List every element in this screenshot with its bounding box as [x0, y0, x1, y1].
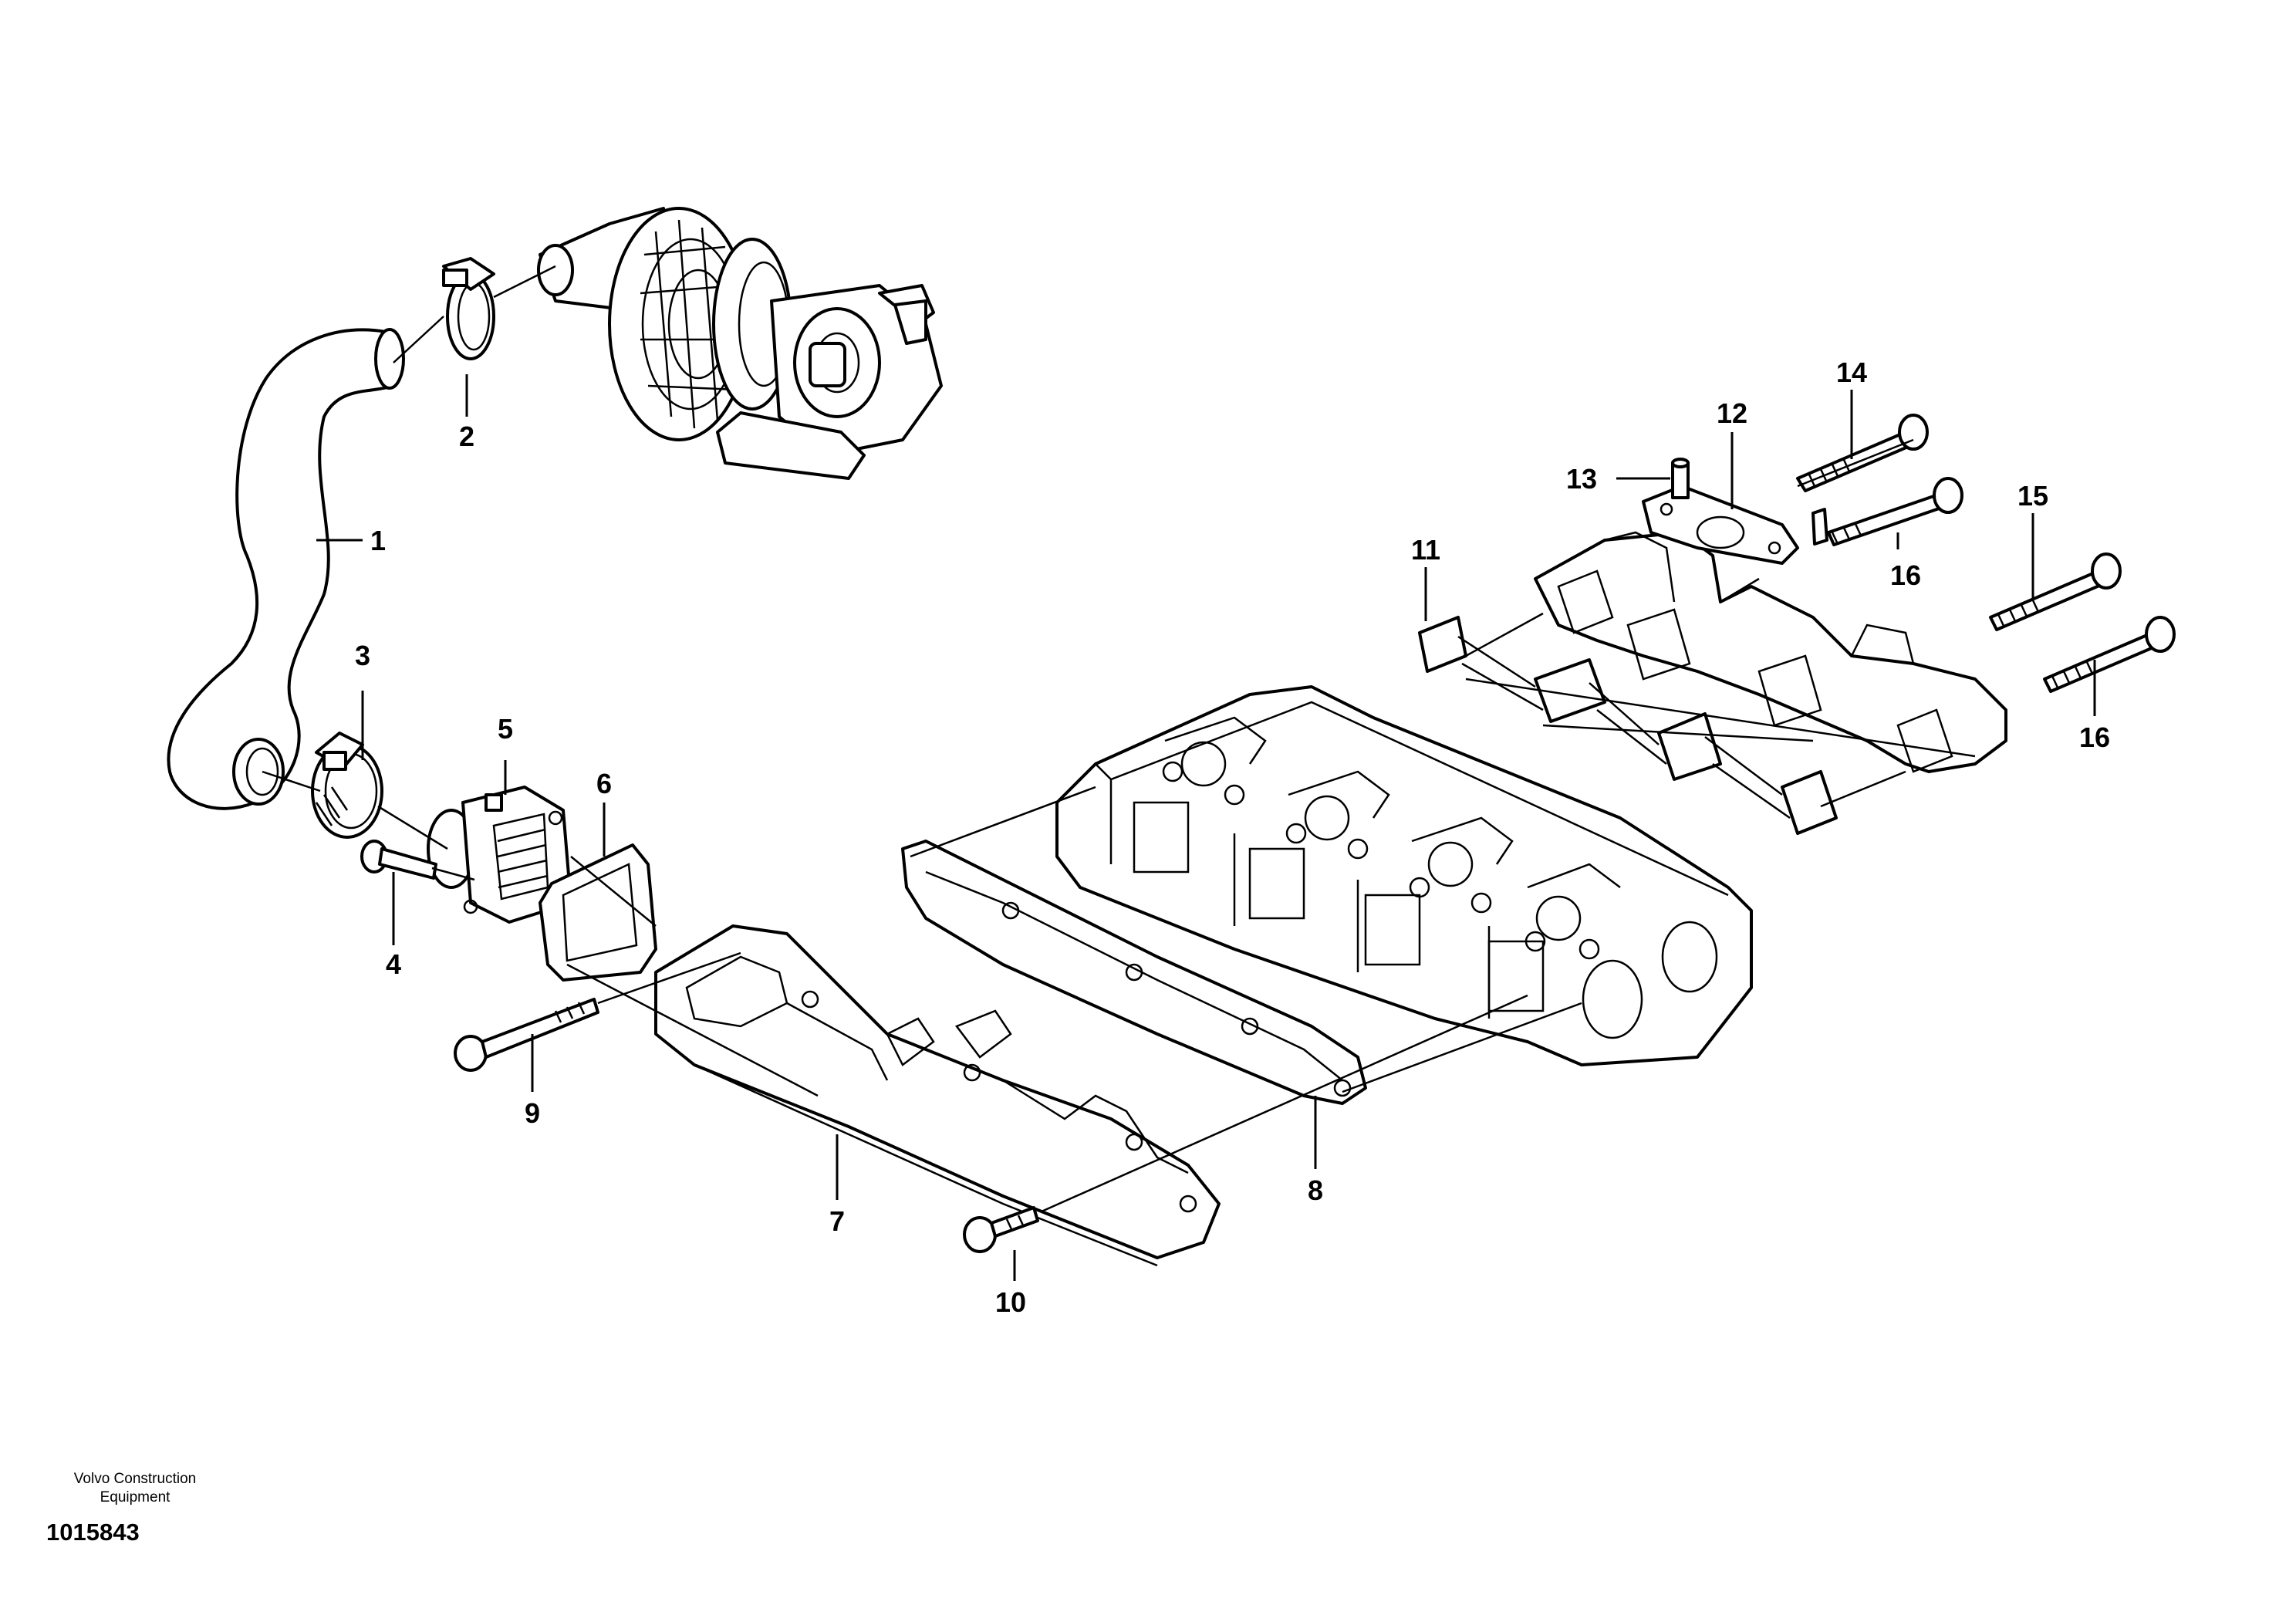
callout-12: 12 [1717, 397, 1747, 429]
exhaust-gasket-part-11 [1418, 616, 1838, 835]
turbocharger [537, 207, 943, 480]
gasket-part-6 [539, 843, 657, 982]
callout-16-upper: 16 [1890, 559, 1921, 591]
bolt-part-9 [454, 998, 599, 1072]
callout-5: 5 [498, 713, 513, 745]
inlet-heater-block [427, 786, 572, 924]
intake-manifold [654, 924, 1221, 1267]
company-name: Volvo Construction Equipment [46, 1470, 224, 1507]
hose-clamp-upper [442, 257, 495, 360]
bolt-part-10 [963, 1206, 1039, 1253]
bolt-part-14 [1796, 414, 1929, 492]
leader-lines [262, 265, 2096, 1281]
callout-4: 4 [386, 948, 401, 980]
callout-8: 8 [1308, 1174, 1323, 1206]
company-line-2: Equipment [100, 1489, 171, 1505]
charge-air-hose [167, 328, 405, 810]
company-line-1: Volvo Construction [73, 1471, 197, 1487]
callout-15: 15 [2017, 480, 2048, 512]
hose-clamp-lower [311, 732, 383, 839]
exhaust-manifold [1534, 531, 2007, 773]
callout-1: 1 [370, 525, 386, 556]
callout-7: 7 [829, 1205, 845, 1237]
callout-16-lower: 16 [2079, 721, 2110, 753]
callout-3: 3 [355, 640, 370, 671]
flange-part-12 [1642, 485, 1799, 565]
callout-2: 2 [459, 421, 474, 452]
bolt-part-4 [360, 840, 437, 880]
callout-10: 10 [995, 1286, 1026, 1318]
callout-9: 9 [525, 1097, 540, 1129]
cylinder-head [1055, 685, 1753, 1066]
bolt-part-15 [1989, 552, 2122, 631]
bolt-part-16-lower [2043, 616, 2176, 693]
drawing-number: 1015843 [46, 1519, 140, 1546]
nipple-part-13 [1671, 458, 1690, 499]
callout-11: 11 [1411, 534, 1440, 566]
callout-labels: 2 1 3 4 5 6 7 8 9 10 11 12 13 14 15 16 1… [355, 357, 2110, 1318]
callout-14: 14 [1836, 357, 1867, 388]
callout-13: 13 [1566, 463, 1597, 495]
callout-6: 6 [596, 768, 612, 799]
bolt-part-16-upper [1811, 477, 1963, 546]
manifold-gasket [901, 840, 1367, 1105]
